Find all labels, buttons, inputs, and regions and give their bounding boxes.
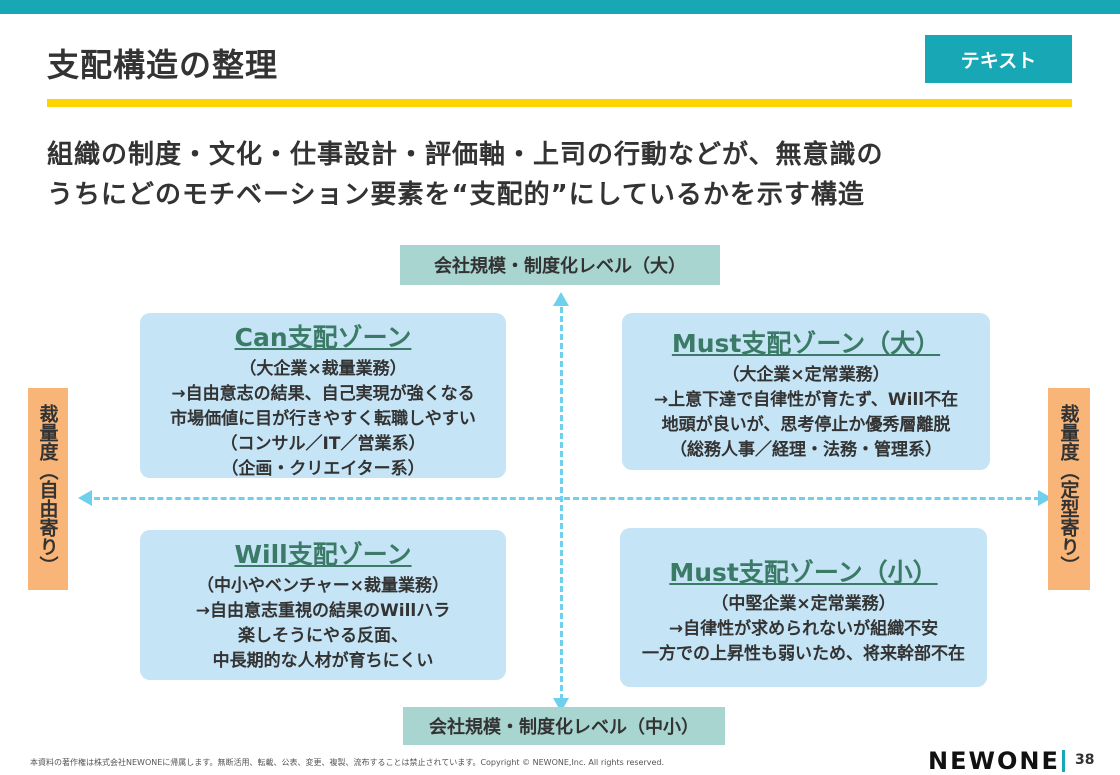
copyright-notice: 本資料の著作権は株式会社NEWONEに帰属します。無断活用、転載、公表、変更、複… (30, 758, 665, 767)
zone-line: 楽しそうにやる反面、 (238, 626, 408, 646)
zone-title: Must支配ゾーン（大） (671, 329, 941, 358)
zone-line: （総務人事／経理・法務・管理系） (670, 440, 942, 460)
axis-label-right: 裁量度（定型寄り） (1048, 388, 1090, 590)
zone-title: Will支配ゾーン (234, 540, 412, 569)
zone-line: （大企業×定常業務） (722, 365, 890, 385)
arrow-up-icon (553, 284, 569, 306)
zone-line: →自由意志重視の結果のWillハラ (195, 601, 451, 621)
footer-separator (1062, 750, 1065, 772)
subtitle-line-2: うちにどのモチベーション要素を“支配的”にしているかを示す構造 (47, 180, 865, 210)
arrow-left-icon (70, 490, 92, 506)
zone-line: （中堅企業×定常業務） (711, 594, 896, 614)
zone-must-large: Must支配ゾーン（大） （大企業×定常業務） →上意下達で自律性が育たず、Wi… (622, 313, 990, 470)
zone-will: Will支配ゾーン （中小やベンチャー×裁量業務） →自由意志重視の結果のWil… (140, 530, 506, 680)
page-title: 支配構造の整理 (47, 46, 279, 84)
axis-label-top: 会社規模・制度化レベル（大） (400, 245, 720, 285)
zone-line: →上意下達で自律性が育たず、Will不在 (653, 390, 959, 410)
zone-title: Can支配ゾーン (234, 323, 412, 352)
horizontal-axis-line (85, 497, 1040, 500)
top-accent-bar (0, 0, 1120, 14)
title-underline (47, 99, 1072, 107)
zone-line: 市場価値に目が行きやすく転職しやすい (170, 409, 476, 429)
zone-line: →自律性が求められないが組織不安 (668, 619, 939, 639)
page-number: 38 (1075, 752, 1095, 768)
zone-line: （大企業×裁量業務） (239, 359, 407, 379)
zone-title: Must支配ゾーン（小） (669, 558, 938, 587)
zone-line: （中小やベンチャー×裁量業務） (196, 576, 450, 596)
text-tag-badge: テキスト (925, 35, 1072, 83)
zone-line: →自由意志の結果、自己実現が強くなる (171, 384, 475, 404)
newone-logo: NEWONE (928, 747, 1060, 775)
zone-line: 一方での上昇性も弱いため、将来幹部不在 (642, 644, 965, 664)
axis-label-left: 裁量度（自由寄り） (28, 388, 68, 590)
axis-label-bottom: 会社規模・制度化レベル（中小） (403, 707, 725, 745)
zone-must-small: Must支配ゾーン（小） （中堅企業×定常業務） →自律性が求められないが組織不… (620, 528, 987, 687)
zone-line: （企画・クリエイター系） (221, 459, 425, 479)
subtitle-line-1: 組織の制度・文化・仕事設計・評価軸・上司の行動などが、無意識の (47, 140, 884, 170)
zone-can: Can支配ゾーン （大企業×裁量業務） →自由意志の結果、自己実現が強くなる 市… (140, 313, 506, 479)
zone-line: （コンサル／IT／営業系） (220, 434, 426, 454)
zone-line: 中長期的な人材が育ちにくい (212, 651, 434, 671)
zone-line: 地頭が良いが、思考停止か優秀層離脱 (661, 415, 951, 435)
